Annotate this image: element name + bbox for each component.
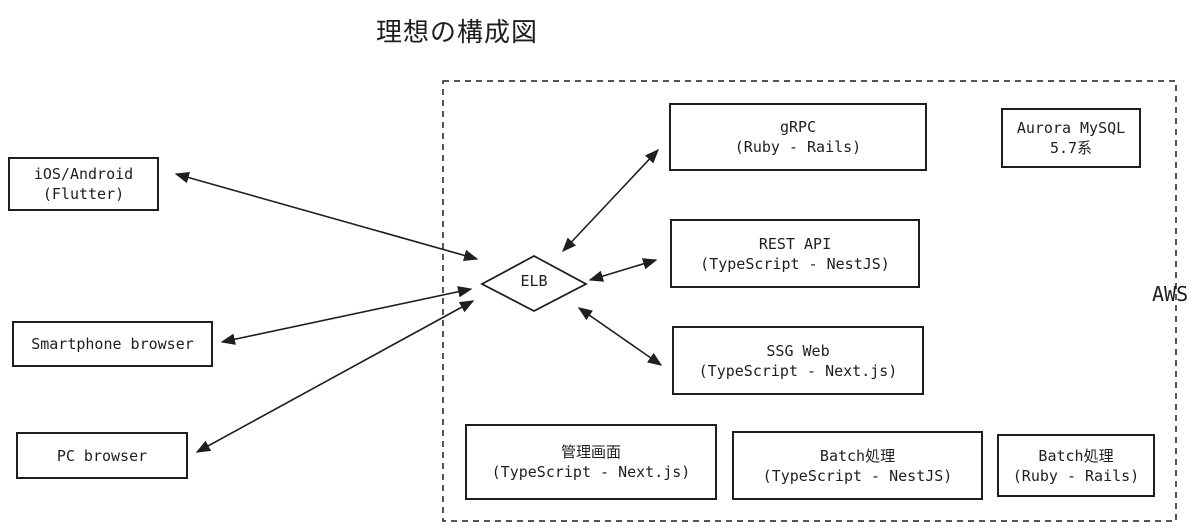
admin-line2: (TypeScript - Next.js)	[491, 463, 691, 481]
aurora-line1: Aurora MySQL	[1016, 119, 1126, 137]
ios-line1: iOS/Android	[33, 165, 134, 183]
edge-smartphone-elb	[220, 286, 473, 345]
ssg-line1: SSG Web	[766, 341, 830, 360]
batch-ruby-line1: Batch処理	[1038, 446, 1114, 465]
elb-label: ELB	[520, 272, 548, 290]
edge-pc-elb	[195, 300, 475, 453]
elb-diamond[interactable]	[480, 254, 588, 313]
admin-panel-service[interactable]: 管理画面 (TypeScript - Next.js)	[465, 424, 717, 500]
batch-ruby-line2: (Ruby - Rails)	[1012, 466, 1140, 485]
rest-line2: (TypeScript - NestJS)	[700, 254, 890, 273]
batch-ts-line2: (TypeScript - NestJS)	[762, 466, 953, 485]
rest-api-service[interactable]: REST API (TypeScript - NestJS)	[670, 219, 920, 288]
admin-line1: 管理画面	[560, 443, 621, 461]
pc-line1: PC browser	[56, 446, 148, 465]
batch-ts-service[interactable]: Batch処理 (TypeScript - NestJS)	[732, 431, 983, 500]
ssg-web-service[interactable]: SSG Web (TypeScript - Next.js)	[672, 326, 924, 395]
edge-elb-grpc	[562, 148, 659, 253]
grpc-line1: gRPC	[779, 118, 817, 136]
aurora-line2: 5.7系	[1049, 139, 1093, 157]
rest-line1: REST API	[758, 234, 832, 253]
grpc-line2: (Ruby - Rails)	[734, 138, 862, 156]
aurora-mysql-db[interactable]: Aurora MySQL 5.7系	[1001, 108, 1141, 168]
edge-elb-rest	[588, 258, 658, 282]
batch-ts-line1: Batch処理	[819, 446, 896, 465]
edge-elb-ssg	[577, 307, 663, 366]
pc-browser-client[interactable]: PC browser	[16, 432, 188, 479]
smartphone-browser-client[interactable]: Smartphone browser	[12, 321, 213, 367]
aws-label: AWS	[1152, 282, 1189, 306]
ssg-line2: (TypeScript - Next.js)	[698, 361, 898, 380]
smartphone-line1: Smartphone browser	[31, 335, 194, 353]
ios-line2: (Flutter)	[42, 185, 125, 203]
diagram-title: 理想の構成図	[376, 18, 539, 48]
grpc-service[interactable]: gRPC (Ruby - Rails)	[669, 103, 927, 171]
ios-android-client[interactable]: iOS/Android (Flutter)	[8, 157, 159, 211]
batch-ruby-service[interactable]: Batch処理 (Ruby - Rails)	[997, 434, 1155, 497]
edge-ios-elb	[174, 171, 479, 262]
